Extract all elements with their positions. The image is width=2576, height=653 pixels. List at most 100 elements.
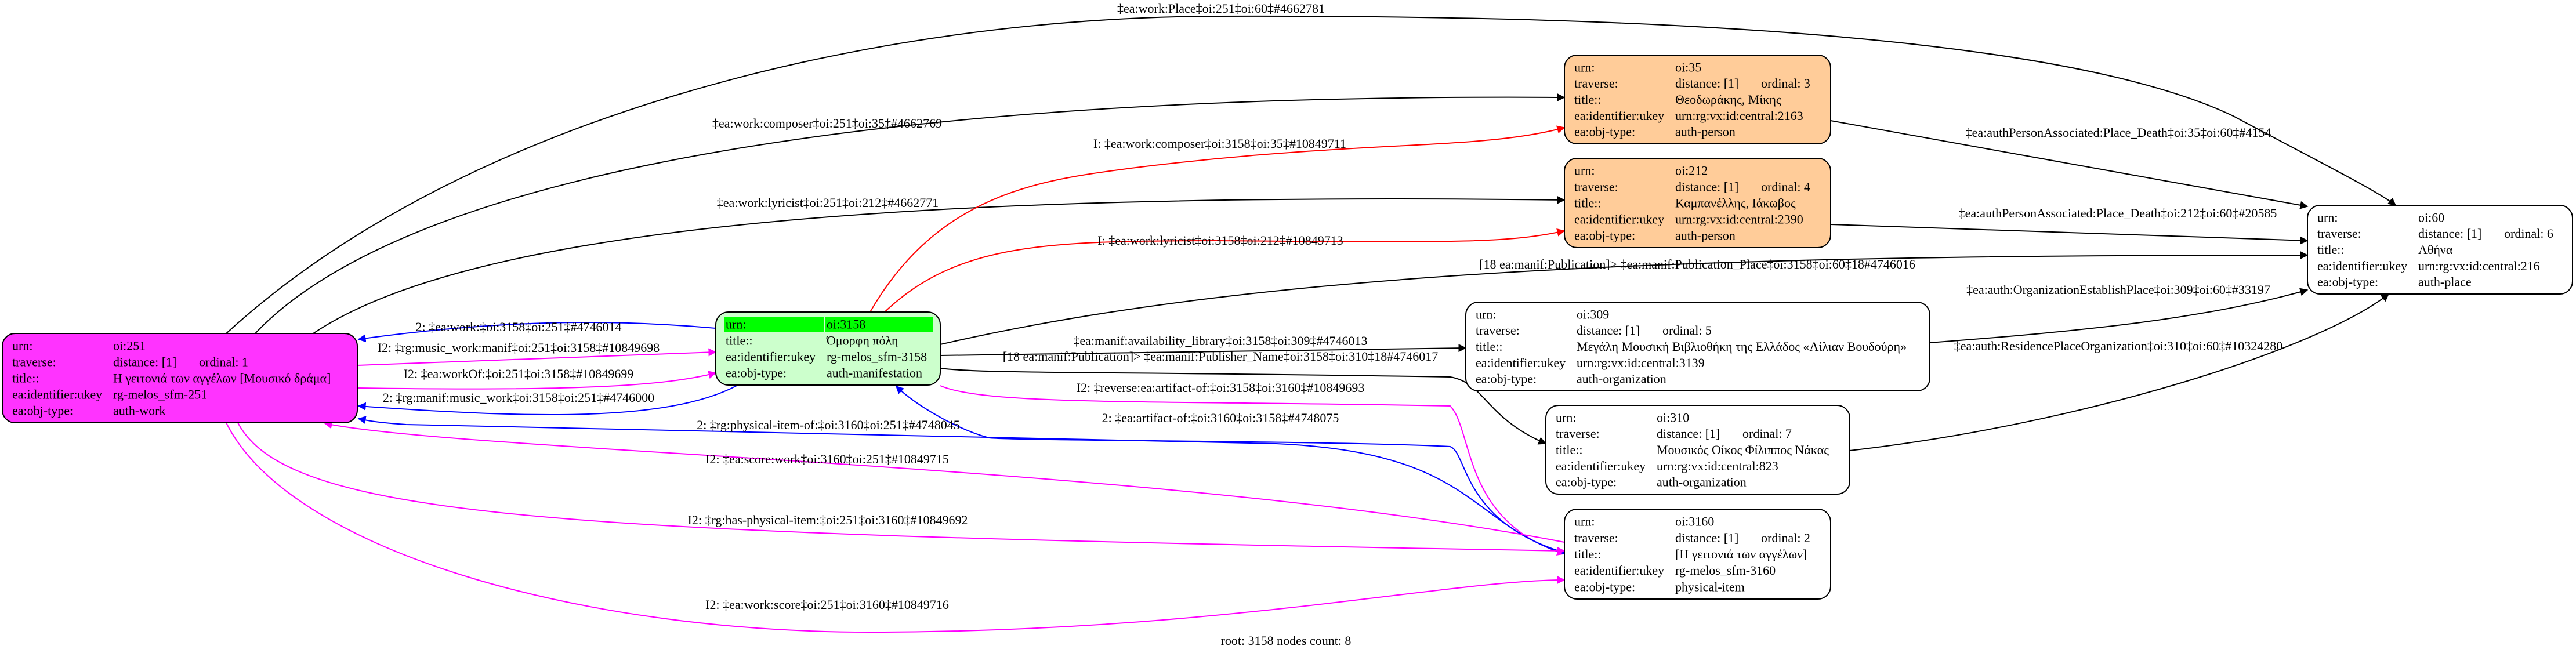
edge-label: I: ‡ea:work:lyricist‡oi:3158‡oi:212‡#108…: [1097, 233, 1343, 248]
node-box[interactable]: [1564, 509, 1831, 600]
node-field-label: urn:: [1556, 410, 1576, 425]
node-field-label: title::: [12, 371, 39, 386]
node-field-label: ea:obj-type:: [1556, 475, 1617, 489]
node-box[interactable]: [1564, 158, 1831, 248]
edge-work-of[interactable]: [357, 371, 717, 390]
edge-label: I2: ‡ea:workOf:‡oi:251‡oi:3158‡#10849699: [404, 367, 634, 381]
edge-label: I2: ‡ea:score:work‡oi:3160‡oi:251‡#10849…: [705, 452, 949, 466]
edge-availability-library[interactable]: [940, 344, 1467, 356]
node-box[interactable]: [2, 333, 358, 423]
edge-label: I2: ‡rg:music_work:manif‡oi:251‡oi:3158‡…: [378, 340, 660, 355]
node-field-value: auth-manifestation: [827, 366, 922, 380]
node-field-label: ea:obj-type:: [726, 366, 787, 380]
edge-label: I2: ‡rg:has-physical-item:‡oi:251‡oi:316…: [688, 513, 968, 527]
node-field-value: Μεγάλη Μουσική Βιβλιοθήκη της Ελλάδος «Λ…: [1577, 339, 1907, 354]
edge-place-death-35[interactable]: [1830, 120, 2309, 209]
node-field-value: auth-person: [1675, 125, 1736, 139]
edge-has-physical-item[interactable]: [237, 422, 1566, 555]
node-field-label: urn:: [1574, 60, 1595, 74]
node-field-label: title::: [1476, 339, 1502, 354]
edge-work-place[interactable]: [226, 15, 2397, 334]
node-field-value: oi:212: [1675, 164, 1708, 178]
edge-label: 2: ‡ea:work:‡oi:3158‡oi:251‡#4746014: [415, 320, 621, 334]
edge-label: 2: ‡ea:artifact-of:‡oi:3160‡oi:3158‡#474…: [1102, 411, 1339, 425]
edge-label: [18 ea:manif:Publication]> ‡ea:manif:Pub…: [1479, 257, 1915, 271]
node-field-value: distance: [1]: [1657, 426, 1720, 441]
node-box[interactable]: [2307, 205, 2573, 295]
edge-residence-place[interactable]: [1849, 293, 2390, 451]
node-field-label: urn:: [12, 339, 32, 353]
edge-score-work[interactable]: [324, 420, 1565, 543]
node-ordinal: ordinal: 2: [1761, 531, 1810, 545]
node-field-label: urn:: [1574, 514, 1595, 529]
edge-work-score[interactable]: [226, 422, 1566, 633]
edge-place-death-212[interactable]: [1830, 224, 2309, 245]
node-field-value: rg-melos_sfm-3160: [1675, 563, 1776, 578]
node-field-value: oi:309: [1577, 307, 1609, 321]
edge-label: I2: ‡ea:work:score‡oi:251‡oi:3160‡#10849…: [705, 597, 949, 612]
edge-label: ‡ea:auth:ResidencePlaceOrganization‡oi:3…: [1954, 339, 2283, 353]
node-field-label: urn:: [1476, 307, 1496, 321]
edge-publisher-name[interactable]: [940, 368, 1547, 445]
node-field-label: urn:: [726, 317, 746, 332]
node-field-label: ea:identifier:ukey: [1574, 563, 1664, 578]
node-field-value: auth-organization: [1657, 475, 1747, 489]
edge-label: ‡ea:work:Place‡oi:251‡oi:60‡#4662781: [1117, 1, 1325, 16]
node-field-value: Όμορφη πόλη: [826, 333, 898, 348]
node-box[interactable]: [1564, 55, 1831, 144]
edge-manif-work[interactable]: [357, 322, 716, 343]
node-field-value: oi:251: [113, 339, 146, 353]
node-field-label: title::: [1574, 196, 1601, 211]
node-box[interactable]: [1465, 302, 1930, 391]
edge-work-lyricist[interactable]: [313, 195, 1566, 334]
edge-physical-item-of[interactable]: [357, 416, 1565, 554]
node-field-label: ea:identifier:ukey: [1574, 212, 1664, 227]
edges: [226, 15, 2397, 633]
edge-publication-place[interactable]: [940, 251, 2309, 345]
node-field-label: ea:obj-type:: [12, 404, 73, 418]
node-ordinal: ordinal: 4: [1761, 180, 1810, 194]
edge-artifact-of[interactable]: [895, 386, 1565, 553]
node-field-label: traverse:: [1556, 426, 1600, 441]
node-field-value: auth-work: [113, 404, 165, 418]
edge-label: ‡ea:authPersonAssociated:Place_Death‡oi:…: [1959, 206, 2277, 220]
edge-reverse-artifact-of[interactable]: [940, 385, 1566, 556]
edge-label: 2: ‡rg:physical-item-of:‡oi:3160‡oi:251‡…: [697, 418, 960, 432]
node-field-value: oi:3160: [1675, 514, 1714, 529]
node-field-label: ea:identifier:ukey: [1476, 355, 1566, 370]
node-ordinal: ordinal: 5: [1662, 323, 1712, 338]
edge-label: [18 ea:manif:Publication]> ‡ea:manif:Pub…: [1003, 349, 1439, 364]
node-field-label: ea:identifier:ukey: [1574, 108, 1664, 123]
root-highlight: [825, 317, 933, 332]
edge-inverse-composer[interactable]: [869, 125, 1566, 313]
edge-music-work-manif[interactable]: [357, 348, 717, 366]
node-field-label: title::: [2317, 242, 2344, 257]
node-ordinal: ordinal: 7: [1742, 426, 1792, 441]
node-field-label: traverse:: [2317, 226, 2361, 241]
node-field-label: ea:identifier:ukey: [12, 387, 102, 402]
node-field-value: distance: [1]: [1675, 180, 1738, 194]
node-field-value: oi:35: [1675, 60, 1701, 74]
edge-inverse-lyricist[interactable]: [884, 228, 1566, 313]
node-field-label: urn:: [2317, 210, 2338, 224]
node-field-label: traverse:: [12, 355, 56, 369]
node-field-value: rg-melos_sfm-251: [113, 387, 207, 402]
node-field-value: Αθήνα: [2418, 242, 2453, 257]
node-box[interactable]: [1545, 405, 1850, 495]
edge-manif-music-work[interactable]: [357, 384, 738, 416]
node-field-label: traverse:: [1476, 323, 1520, 338]
edge-label: ‡ea:authPersonAssociated:Place_Death‡oi:…: [1966, 125, 2271, 140]
node-field-value: auth-organization: [1577, 372, 1666, 386]
edge-label: ‡ea:manif:availability_library‡oi:3158‡o…: [1073, 333, 1367, 348]
edge-work-composer[interactable]: [255, 93, 1566, 334]
edge-establish-place[interactable]: [1929, 288, 2309, 343]
